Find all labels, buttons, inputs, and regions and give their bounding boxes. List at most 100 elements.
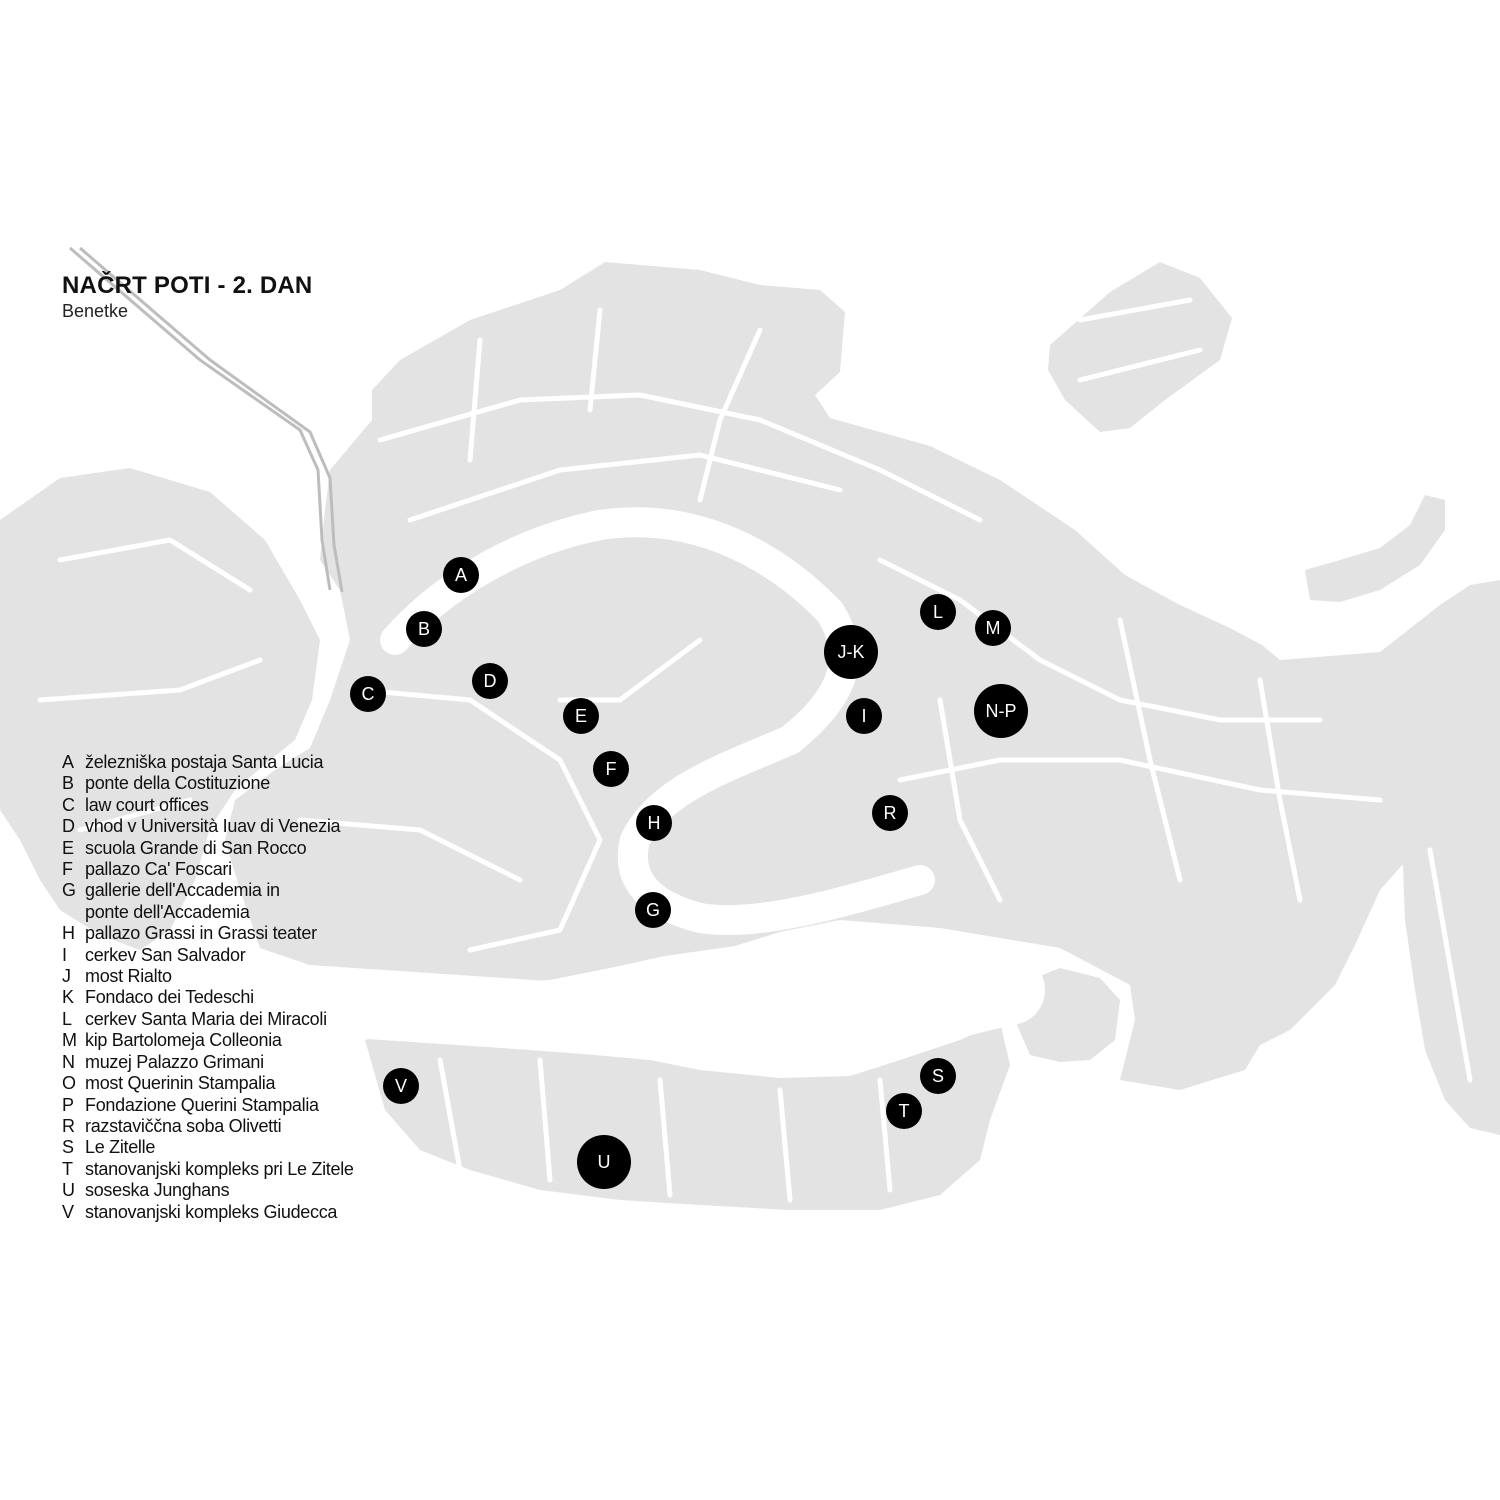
legend-key: O — [62, 1073, 77, 1094]
legend-text: pallazo Ca' Foscari — [85, 859, 232, 880]
legend-text: vhod v Università Iuav di Venezia — [85, 816, 341, 837]
legend-key: V — [62, 1201, 75, 1222]
legend-key: D — [62, 816, 75, 837]
marker-label: A — [455, 565, 467, 585]
legend-text: ponte della Costituzione — [85, 773, 270, 794]
legend-key: H — [62, 923, 75, 944]
legend-item-p: P Fondazione Querini Stampalia — [62, 1095, 354, 1116]
marker-m[interactable]: M — [975, 610, 1011, 646]
marker-label: T — [899, 1101, 910, 1121]
marker-d[interactable]: D — [472, 663, 508, 699]
street-network — [37, 297, 1473, 1203]
legend-key: G — [62, 880, 77, 901]
marker-label: M — [986, 618, 1001, 638]
marker-v[interactable]: V — [383, 1068, 419, 1104]
map-subtitle: Benetke — [62, 301, 129, 321]
legend-key: S — [62, 1137, 75, 1158]
marker-f[interactable]: F — [593, 751, 629, 787]
legend-text: most Querinin Stampalia — [85, 1073, 276, 1094]
railway-bridge — [69, 246, 344, 593]
legend-item-t: T stanovanjski kompleks pri Le Zitele — [62, 1159, 354, 1180]
legend-item-s: S Le Zitelle — [62, 1137, 354, 1158]
marker-label: I — [861, 706, 866, 726]
legend-key: C — [62, 794, 75, 815]
legend-text: cerkev Santa Maria dei Miracoli — [85, 1008, 327, 1029]
marker-label: U — [598, 1152, 611, 1172]
marker-label: R — [884, 803, 897, 823]
legend-text: železniška postaja Santa Lucia — [85, 752, 324, 772]
legend-text: cerkev San Salvador — [85, 944, 246, 965]
marker-h[interactable]: H — [636, 805, 672, 841]
san-michele-island — [1048, 262, 1232, 432]
marker-n-p[interactable]: N-P — [974, 684, 1028, 738]
legend-key: J — [62, 966, 71, 987]
legend-item-i: I cerkev San Salvador — [62, 945, 354, 966]
legend-item-o: O most Querinin Stampalia — [62, 1073, 354, 1094]
legend-key: I — [62, 944, 68, 965]
legend-text: most Rialto — [85, 966, 172, 987]
legend-key: M — [62, 1030, 77, 1051]
legend-item-f: F pallazo Ca' Foscari — [62, 859, 354, 880]
legend-key: F — [62, 859, 73, 880]
giudecca-island — [365, 1020, 1010, 1210]
marker-label: E — [575, 706, 587, 726]
marker-r[interactable]: R — [872, 795, 908, 831]
legend-key: R — [62, 1115, 75, 1136]
marker-j-k[interactable]: J-K — [824, 625, 878, 679]
minor-streets — [37, 297, 1473, 1203]
marker-c[interactable]: C — [350, 676, 386, 712]
legend-text: muzej Palazzo Grimani — [85, 1051, 264, 1072]
legend-item-g-continued: ponte dell'Accademia — [62, 902, 354, 923]
marker-label: V — [395, 1076, 407, 1096]
legend-key: K — [62, 987, 75, 1008]
marker-e[interactable]: E — [563, 698, 599, 734]
legend-key: A — [62, 752, 75, 772]
marker-label: G — [646, 900, 660, 920]
legend-text: gallerie dell'Accademia in — [85, 880, 280, 901]
legend-key: E — [62, 837, 75, 858]
marker-label: B — [418, 619, 430, 639]
marker-a[interactable]: A — [443, 557, 479, 593]
site-markers: A B C D E F H G — [350, 557, 1028, 1189]
marker-i[interactable]: I — [846, 698, 882, 734]
legend-item-m: M kip Bartolomeja Colleonia — [62, 1030, 354, 1051]
marker-g[interactable]: G — [635, 892, 671, 928]
legend-key: T — [62, 1158, 73, 1179]
marker-l[interactable]: L — [920, 594, 956, 630]
legend-key: U — [62, 1180, 75, 1201]
legend-item-g: G gallerie dell'Accademia in — [62, 880, 354, 901]
legend-text: law court offices — [85, 794, 209, 815]
legend-text: razstaviččna soba Olivetti — [85, 1115, 282, 1136]
marker-label: H — [648, 813, 661, 833]
legend-item-u: U soseska Junghans — [62, 1180, 354, 1201]
legend-text: stanovanjski kompleks pri Le Zitele — [85, 1158, 354, 1179]
legend-text: Le Zitelle — [85, 1137, 156, 1158]
legend-text: ponte dell'Accademia — [85, 901, 250, 922]
marker-b[interactable]: B — [406, 611, 442, 647]
legend-text: stanovanjski kompleks Giudecca — [85, 1201, 338, 1222]
legend-item-r: R razstaviččna soba Olivetti — [62, 1116, 354, 1137]
giudecca-canal — [275, 955, 1045, 1067]
east-island — [1400, 760, 1500, 1135]
legend-text: Fondaco dei Tedeschi — [85, 987, 254, 1008]
legend-key: N — [62, 1051, 75, 1072]
legend-item-j: J most Rialto — [62, 966, 354, 987]
grand-canal — [380, 507, 935, 936]
marker-label: J-K — [838, 642, 865, 662]
legend-text: scuola Grande di San Rocco — [85, 837, 307, 858]
legend-item-e: E scuola Grande di San Rocco — [62, 838, 354, 859]
legend-text: pallazo Grassi in Grassi teater — [85, 923, 317, 944]
marker-t[interactable]: T — [886, 1093, 922, 1129]
legend-item-v: V stanovanjski kompleks Giudecca — [62, 1202, 354, 1223]
marker-label: L — [933, 602, 943, 622]
marker-s[interactable]: S — [920, 1058, 956, 1094]
marker-u[interactable]: U — [577, 1135, 631, 1189]
legend-key: B — [62, 773, 75, 794]
legend-key: L — [62, 1008, 73, 1029]
marker-label: D — [484, 671, 497, 691]
legend-item-k: K Fondaco dei Tedeschi — [62, 987, 354, 1008]
marker-label: F — [606, 759, 617, 779]
legend-key: P — [62, 1094, 75, 1115]
marker-label: S — [932, 1066, 944, 1086]
